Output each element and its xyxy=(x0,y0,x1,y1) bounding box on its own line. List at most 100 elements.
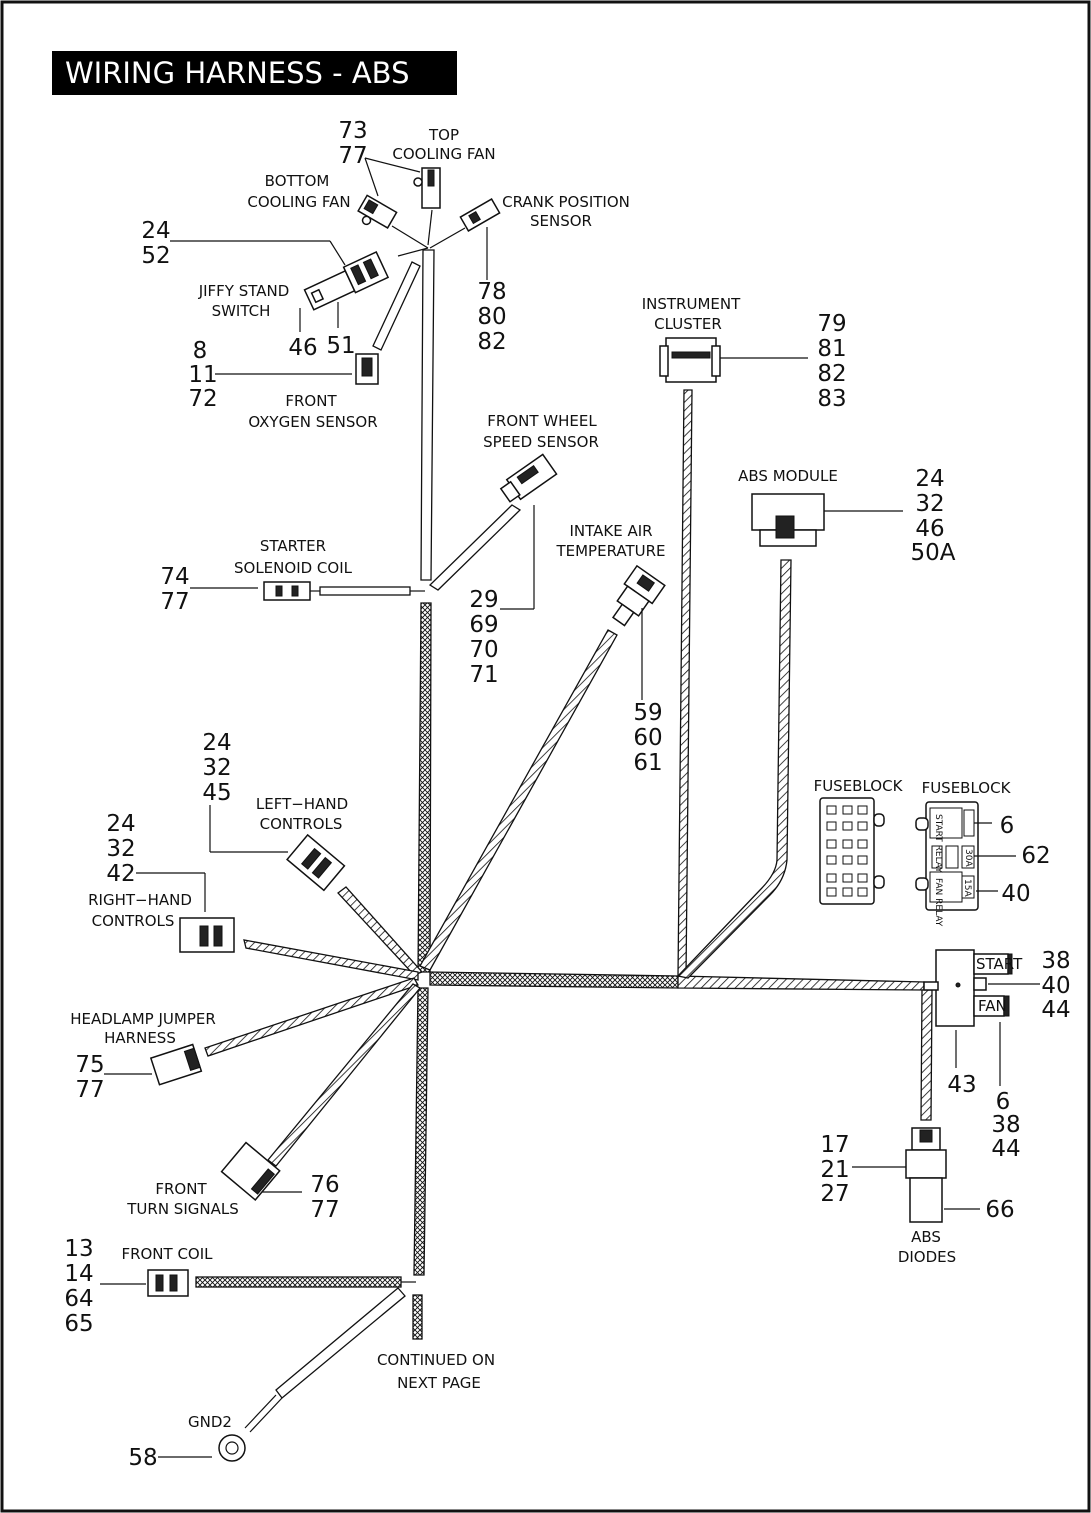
callout-intake-air-1: 60 xyxy=(633,725,662,751)
callout-instrument-1: 81 xyxy=(817,336,846,362)
fuseblock-2 xyxy=(915,801,979,911)
trunk-lower xyxy=(413,987,429,1276)
jiffy-stand-switch-label-2: SWITCH xyxy=(212,302,271,320)
callout-diodes-1: 21 xyxy=(820,1157,849,1183)
callout-abs-module-1: 32 xyxy=(915,491,944,517)
front-coil-connector xyxy=(147,1269,189,1297)
headlamp-jumper-connector xyxy=(149,1043,203,1086)
branch-headlamp xyxy=(204,977,419,1057)
headlamp-jumper-label-2: HARNESS xyxy=(104,1029,176,1047)
callout-fuse-6: 6 xyxy=(1000,813,1015,839)
bottom-cooling-fan-connector xyxy=(357,194,398,229)
callout-left-hand-1: 32 xyxy=(202,755,231,781)
callout-left-hand-2: 45 xyxy=(202,780,231,806)
jiffy-stand-switch-connector xyxy=(303,250,390,311)
callout-relay-right-0: 38 xyxy=(1041,948,1070,974)
continued-label-2: NEXT PAGE xyxy=(397,1374,481,1392)
front-wheel-speed-sensor-connector xyxy=(499,453,558,503)
callout-abs-module-2: 46 xyxy=(915,516,944,542)
title-bar xyxy=(52,51,457,95)
front-oxygen-sensor-label: FRONT xyxy=(285,392,337,410)
abs-diodes-label-2: DIODES xyxy=(898,1248,956,1266)
branch-abs-module xyxy=(676,559,792,979)
intake-air-temperature-connector xyxy=(611,564,666,627)
front-oxygen-sensor-connector xyxy=(355,353,379,385)
gnd2-label: GND2 xyxy=(188,1413,232,1431)
callout-intake-air-0: 59 xyxy=(633,700,662,726)
branch-abs-diodes xyxy=(920,989,933,1121)
abs-module-label: ABS MODULE xyxy=(738,467,838,485)
callout-right-hand-0: 24 xyxy=(106,811,135,837)
callout-oxygen-1: 11 xyxy=(188,362,217,388)
trunk-continued-stub xyxy=(412,1294,423,1340)
callout-left-hand-0: 24 xyxy=(202,730,231,756)
callout-turn-signals-1: 77 xyxy=(310,1197,339,1223)
front-turn-signals-label-2: TURN SIGNALS xyxy=(126,1200,238,1218)
branch-turn-signals xyxy=(267,983,421,1167)
callout-starter-0: 74 xyxy=(160,564,189,590)
bottom-cooling-fan-label: BOTTOM xyxy=(265,172,330,190)
callout-intake-air-2: 61 xyxy=(633,750,662,776)
callout-diodes-2: 27 xyxy=(820,1181,849,1207)
left-hand-controls-label: LEFT−HAND xyxy=(256,795,348,813)
branch-intake-air xyxy=(419,629,618,971)
continued-label: CONTINUED ON xyxy=(377,1351,495,1369)
right-hand-controls-connector xyxy=(179,917,235,953)
fan-relay-label: FAN RELAY xyxy=(933,878,943,927)
callout-jiffy-upper-1: 52 xyxy=(141,243,170,269)
callout-relay-right-2: 44 xyxy=(1041,997,1070,1023)
branch-left-hand xyxy=(337,886,424,976)
starter-solenoid-label-2: SOLENOID COIL xyxy=(234,559,353,577)
crank-position-sensor-connector xyxy=(459,198,501,232)
abs-module-connector xyxy=(751,493,825,547)
callout-diodes-66: 66 xyxy=(985,1197,1014,1223)
callout-right-hand-1: 32 xyxy=(106,836,135,862)
fuse-15a-label: 15A xyxy=(962,879,972,897)
callout-relay-below-0: 6 xyxy=(996,1089,1011,1115)
left-hand-controls-label-2: CONTROLS xyxy=(260,815,343,833)
callout-cooling-fans-1: 77 xyxy=(338,143,367,169)
starter-solenoid-label: STARTER xyxy=(260,537,326,555)
callout-front-coil-0: 13 xyxy=(64,1236,93,1262)
callout-jiffy-51: 51 xyxy=(326,333,355,359)
starter-solenoid-connector xyxy=(263,581,311,601)
callout-jiffy-46: 46 xyxy=(288,335,317,361)
intake-air-temperature-label-2: TEMPERATURE xyxy=(555,542,665,560)
relay-fan-label: FAN xyxy=(978,997,1007,1015)
callout-gnd: 58 xyxy=(128,1445,157,1471)
trunk-upper xyxy=(420,249,435,581)
front-turn-signals-label: FRONT xyxy=(155,1180,207,1198)
trunk-middle xyxy=(417,602,432,973)
top-cooling-fan-connector xyxy=(413,167,441,209)
leader-lines xyxy=(100,157,1040,1458)
crank-position-sensor-label-2: SENSOR xyxy=(530,212,592,230)
instrument-cluster-label-2: CLUSTER xyxy=(654,315,722,333)
page-title: WIRING HARNESS - ABS xyxy=(65,56,409,90)
callout-right-hand-2: 42 xyxy=(106,861,135,887)
headlamp-jumper-label: HEADLAMP JUMPER xyxy=(70,1010,216,1028)
intake-air-temperature-label: INTAKE AIR xyxy=(569,522,652,540)
front-coil-label: FRONT COIL xyxy=(121,1245,213,1263)
callout-fuse-62: 62 xyxy=(1021,843,1050,869)
jiffy-stand-switch-label: JIFFY STAND xyxy=(198,282,290,300)
front-wheel-speed-sensor-label-2: SPEED SENSOR xyxy=(483,433,599,451)
callout-oxygen-0: 8 xyxy=(193,338,208,364)
gnd-ring-terminal xyxy=(218,1434,246,1462)
relay-start-label: START xyxy=(976,955,1023,973)
callout-crank-0: 78 xyxy=(477,279,506,305)
fuseblock-1-label: FUSEBLOCK xyxy=(814,777,904,795)
callout-fuse-40: 40 xyxy=(1001,881,1030,907)
callout-relay-43: 43 xyxy=(947,1072,976,1098)
callout-diodes-0: 17 xyxy=(820,1132,849,1158)
right-hand-controls-label-2: CONTROLS xyxy=(92,912,175,930)
abs-diodes-label: ABS xyxy=(911,1228,941,1246)
callout-turn-signals-0: 76 xyxy=(310,1172,339,1198)
front-turn-signals-connector xyxy=(220,1141,281,1201)
callout-abs-module-3: 50A xyxy=(910,540,955,566)
callout-front-coil-1: 14 xyxy=(64,1261,93,1287)
callout-crank-1: 80 xyxy=(477,304,506,330)
abs-diodes-connector xyxy=(905,1127,947,1223)
branch-front-coil xyxy=(195,1276,402,1288)
relay-block xyxy=(923,949,1013,1027)
